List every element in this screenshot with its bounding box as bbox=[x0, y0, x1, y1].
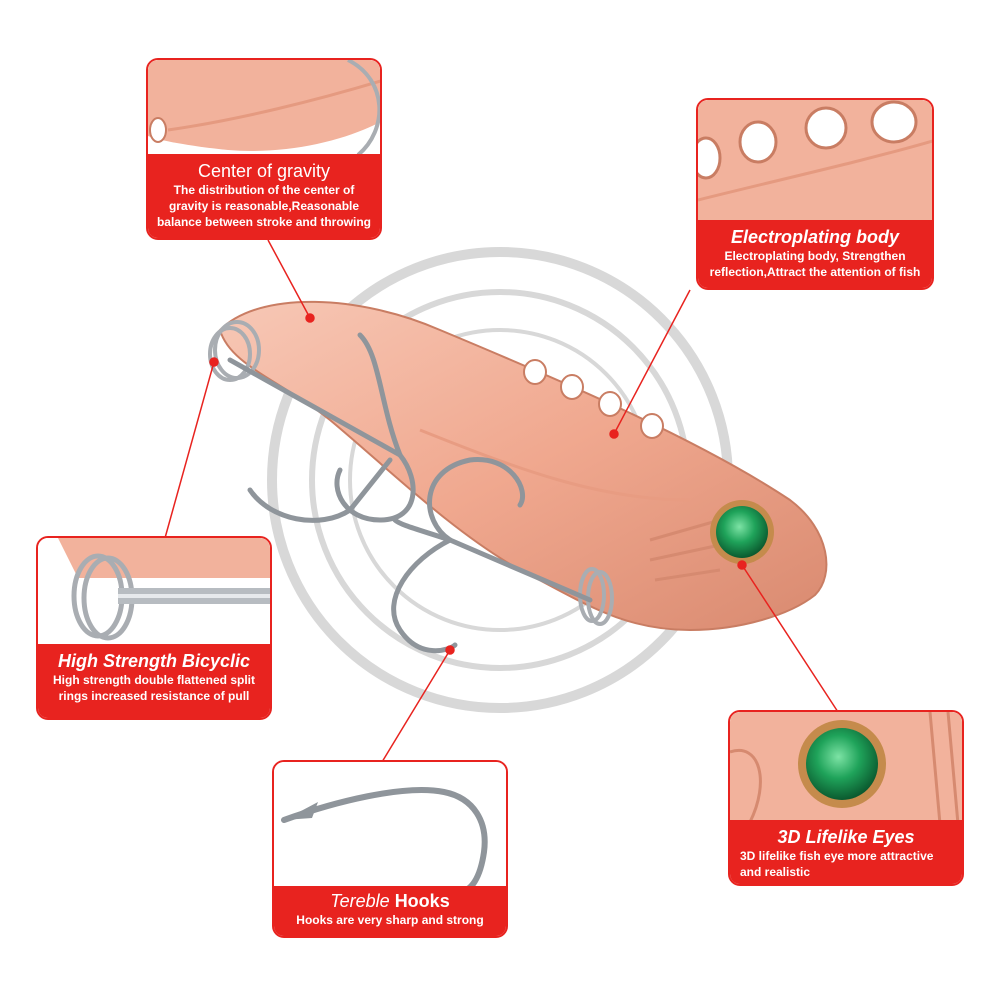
lure-holes bbox=[523, 359, 664, 439]
callout-title: 3D Lifelike Eyes bbox=[777, 827, 915, 847]
callout-caption: High Strength Bicyclic High strength dou… bbox=[38, 644, 270, 718]
callout-treble-hooks: Tereble Hooks Hooks are very sharp and s… bbox=[272, 760, 508, 938]
callout-caption: Tereble Hooks Hooks are very sharp and s… bbox=[274, 886, 506, 936]
callout-title: High Strength Bicyclic bbox=[57, 651, 251, 671]
callout-center-of-gravity: Center of gravity The distribution of th… bbox=[146, 58, 382, 240]
callout-desc-line-2: gravity is reasonable,Reasonable bbox=[168, 199, 360, 213]
callout-title-part-2: Hooks bbox=[394, 891, 450, 911]
callout-electroplating-body: Electroplating body Electroplating body,… bbox=[696, 98, 934, 290]
callout-desc-line-1: 3D lifelike fish eye more attractive bbox=[740, 849, 934, 863]
callout-caption: 3D Lifelike Eyes 3D lifelike fish eye mo… bbox=[730, 820, 962, 884]
callout-desc-line-1: The distribution of the center of bbox=[173, 183, 355, 197]
callout-desc-line-2: and realistic bbox=[740, 865, 811, 879]
callout-desc-line-2: rings increased resistance of pull bbox=[58, 689, 250, 703]
callout-photo bbox=[698, 100, 932, 224]
callout-desc-line-1: Electroplating body, Strengthen bbox=[724, 249, 906, 263]
treble-hooks bbox=[227, 332, 593, 654]
callout-desc-line-3: balance between stroke and throwing bbox=[156, 215, 372, 229]
callout-caption: Center of gravity The distribution of th… bbox=[148, 154, 380, 238]
lure-body bbox=[208, 300, 828, 632]
callout-photo bbox=[730, 712, 962, 824]
callout-photo bbox=[274, 762, 506, 890]
callout-caption: Electroplating body Electroplating body,… bbox=[698, 220, 932, 288]
callout-title: Center of gravity bbox=[197, 161, 331, 181]
callout-title-part-1: Tereble bbox=[330, 891, 395, 911]
callout-desc-line-2: reflection,Attract the attention of fish bbox=[709, 265, 921, 279]
front-split-ring bbox=[208, 320, 261, 382]
callout-desc-line-1: Hooks are very sharp and strong bbox=[296, 913, 484, 927]
callout-photo bbox=[38, 538, 270, 648]
callout-desc-line-1: High strength double flattened split bbox=[53, 673, 255, 687]
callout-title: Tereble Hooks bbox=[274, 890, 506, 912]
callout-title: Electroplating body bbox=[730, 227, 899, 247]
callout-lifelike-eyes: 3D Lifelike Eyes 3D lifelike fish eye mo… bbox=[728, 710, 964, 886]
callout-split-rings: High Strength Bicyclic High strength dou… bbox=[36, 536, 272, 720]
callout-leaders bbox=[164, 239, 839, 763]
callout-photo bbox=[148, 60, 380, 158]
